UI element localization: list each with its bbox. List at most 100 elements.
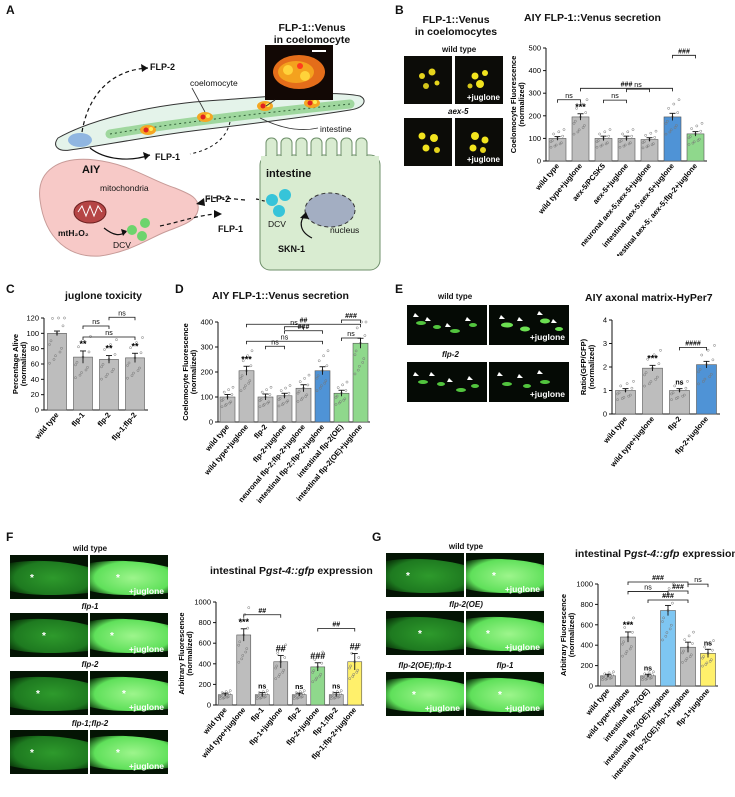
data-point [681, 394, 685, 398]
comparison-bracket [580, 87, 673, 92]
data-point [631, 630, 634, 634]
data-point [684, 659, 688, 662]
data-point [351, 675, 355, 678]
data-point [682, 649, 685, 653]
f-row-label: wild type [72, 544, 108, 553]
y-tick-label: 300 [528, 89, 541, 98]
data-point [361, 361, 365, 364]
category-label: flp-2 [286, 706, 303, 724]
data-point [601, 678, 604, 682]
data-point [364, 320, 368, 324]
data-point [323, 381, 327, 385]
bar [295, 387, 312, 423]
data-point [699, 129, 703, 133]
significance-label: ## [332, 622, 340, 629]
svg-text:*: * [418, 629, 422, 640]
data-point [288, 384, 292, 387]
g-micro-juglone: *+juglone [466, 553, 544, 597]
data-point [237, 660, 241, 664]
data-point [654, 377, 658, 381]
data-point [349, 664, 353, 668]
data-point [687, 634, 691, 638]
data-point [358, 364, 361, 368]
data-point [299, 398, 303, 402]
chart-d: Coelomocyte Fluorescence(normalized)0100… [181, 313, 370, 505]
data-point [260, 390, 264, 394]
data-point [691, 642, 694, 645]
comparison-bracket [243, 614, 282, 618]
significance-label: *** [575, 102, 586, 112]
panel-label-c: C [6, 282, 15, 296]
data-point [670, 392, 673, 396]
data-point [608, 676, 612, 680]
significance-label: *** [623, 620, 634, 630]
significance-label: ns [644, 584, 652, 591]
svg-text:*: * [30, 573, 34, 584]
data-point [78, 373, 82, 377]
e-wt-label: wild type [438, 292, 473, 301]
category-label: intestinal aex-5; aex-5;flp-2+juglone [610, 162, 699, 256]
data-point [48, 361, 51, 365]
bar [314, 370, 331, 423]
comparison-bracket [679, 346, 707, 351]
data-point [283, 656, 287, 659]
data-point [685, 657, 689, 660]
data-point [700, 121, 704, 125]
data-point [628, 647, 632, 651]
data-point [670, 398, 673, 402]
panel-label-a: A [6, 3, 15, 17]
data-point [334, 396, 338, 399]
data-point [110, 370, 114, 374]
data-point [292, 697, 296, 701]
svg-text:*: * [498, 690, 502, 701]
y-tick-label: 80 [31, 344, 39, 353]
data-point [317, 654, 321, 658]
data-point [352, 673, 356, 676]
chart-g: Arbitrary Fluorescence(normalized)020040… [559, 575, 718, 781]
data-point [294, 691, 298, 695]
bar [352, 342, 369, 423]
data-point [246, 354, 249, 358]
y-tick-label: 400 [198, 659, 211, 668]
b-wt-label: wild type [442, 45, 477, 54]
category-label: flp-2 [95, 411, 112, 429]
data-point [266, 401, 270, 405]
svg-text:*: * [486, 629, 490, 640]
significance-label: ** [79, 339, 87, 349]
significance-label: ns [271, 339, 279, 346]
comparison-bracket [82, 336, 136, 340]
b-aex5-label: aex-5 [448, 107, 469, 116]
data-point [643, 672, 647, 676]
data-point [644, 371, 648, 374]
f-micro-juglone: *+juglone [90, 730, 168, 774]
data-point [247, 606, 251, 609]
f-row-label: flp-2 [81, 660, 99, 669]
data-point [282, 668, 286, 672]
data-point [632, 379, 635, 383]
g-row-label: flp-1 [496, 661, 514, 670]
data-point [255, 697, 259, 701]
y-tick-label: 200 [528, 111, 541, 120]
data-point [228, 401, 232, 405]
panel-a-diagram [39, 45, 381, 271]
y-tick-label: 0 [207, 701, 211, 710]
y-tick-label: 600 [198, 639, 211, 648]
data-point [74, 376, 77, 380]
data-point [101, 362, 105, 366]
data-point [549, 145, 553, 149]
g-chart-title: intestinal Pgst-4::gfp expression [575, 548, 735, 560]
data-point [248, 379, 252, 383]
data-point [83, 340, 86, 343]
data-point [274, 666, 278, 670]
data-point [701, 656, 704, 660]
g-micro-juglone: *+juglone [386, 672, 464, 716]
f-micro-control: * [10, 730, 88, 774]
data-point [627, 621, 631, 625]
data-point [573, 119, 577, 123]
data-point [338, 692, 342, 696]
data-point [644, 133, 647, 137]
significance-label: ### [345, 313, 357, 320]
chart-b: Coelomocyte Fluorescence(normalized)0100… [509, 44, 707, 256]
y-tick-label: 40 [31, 375, 39, 384]
